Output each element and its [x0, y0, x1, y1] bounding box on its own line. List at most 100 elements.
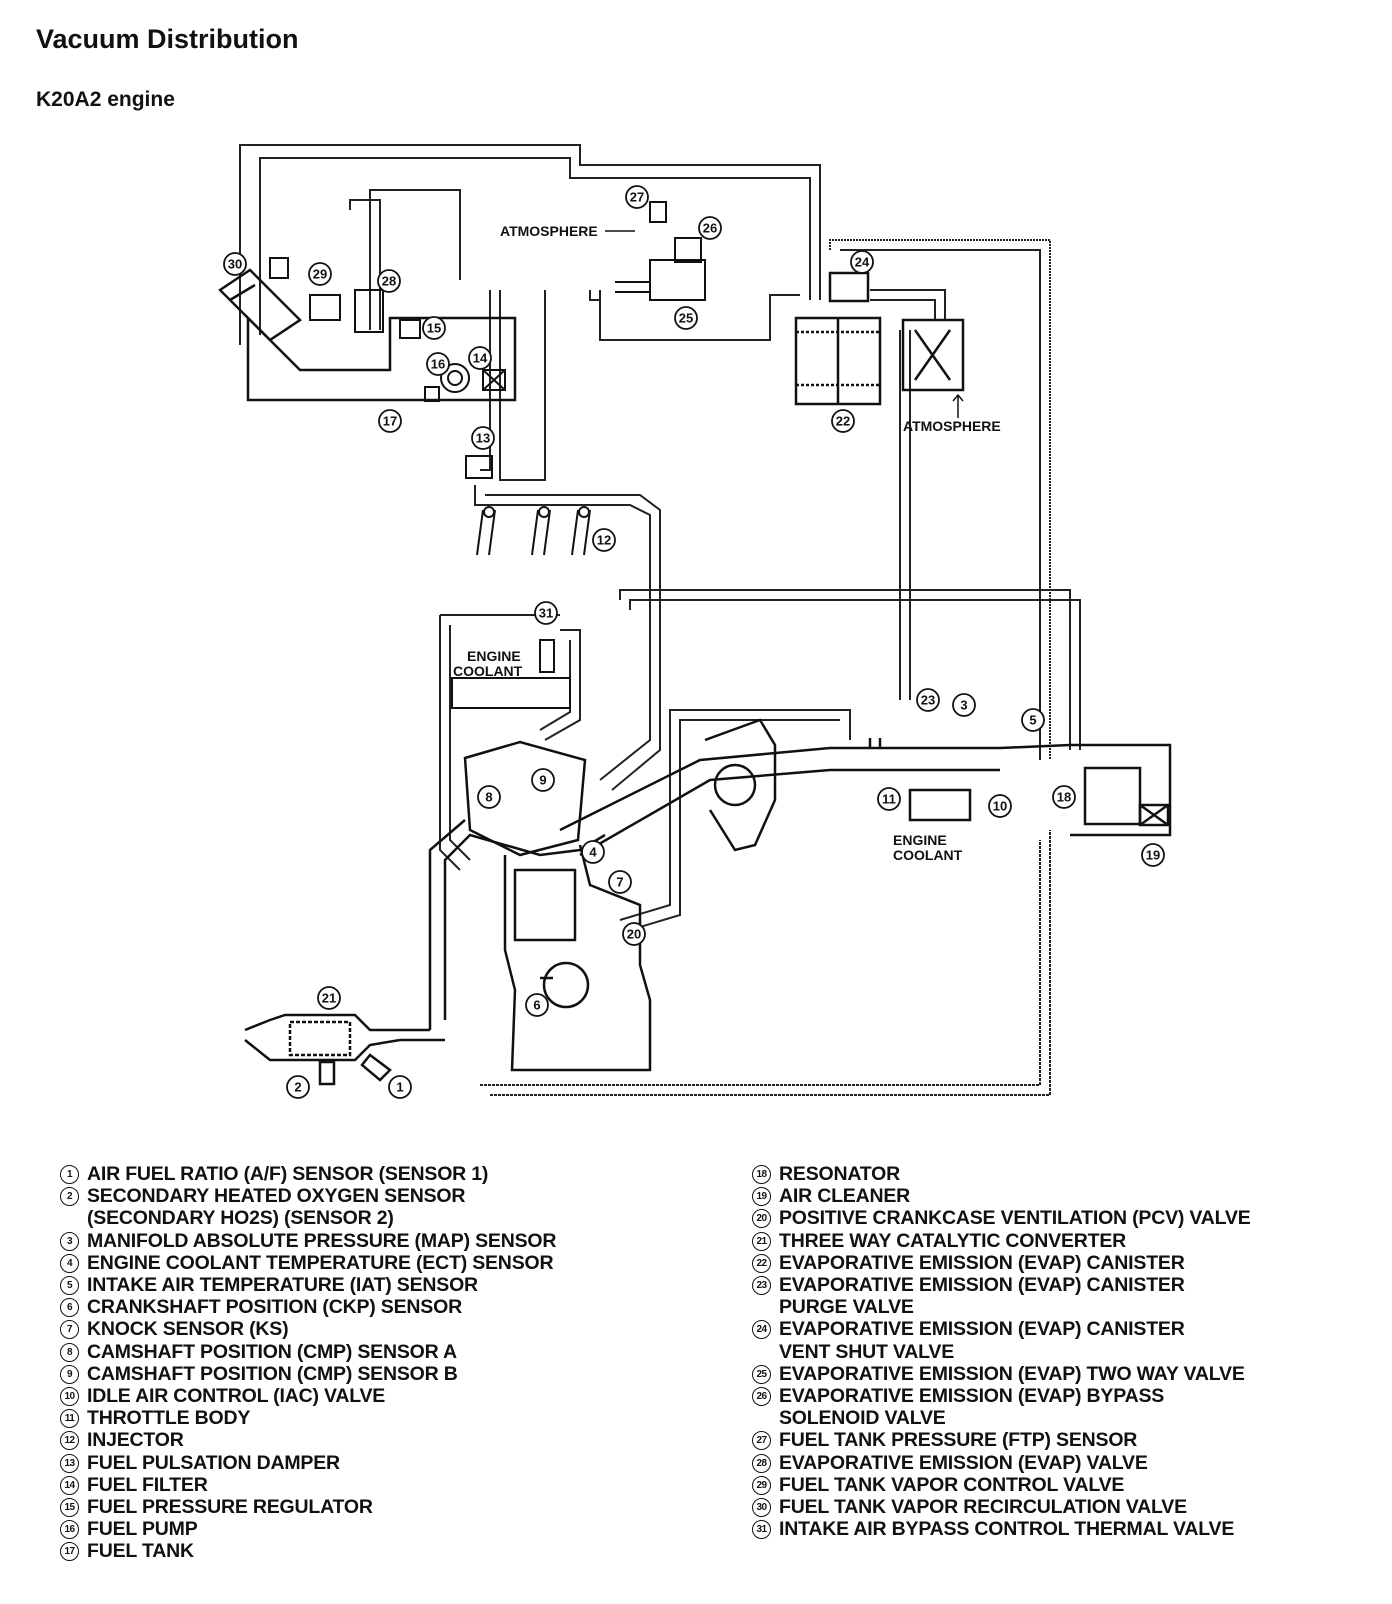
callout-circle-7	[608, 870, 632, 894]
legend-number: 19	[752, 1187, 771, 1207]
callout-circle-14	[468, 346, 492, 370]
thermal-valve-hose-b	[629, 599, 1081, 750]
label-engine-coolant-upper-2: COOLANT	[453, 663, 523, 679]
evap-valve-cluster	[615, 201, 706, 301]
intake-system	[559, 718, 1172, 857]
legend-number: 20	[752, 1209, 771, 1229]
callout-circle-17	[378, 409, 402, 433]
callout-number-27: 27	[630, 190, 644, 205]
legend-text: EVAPORATIVE EMISSION (EVAP) CANISTER PUR…	[779, 1274, 1185, 1319]
callout-circle-11	[877, 787, 901, 811]
label-atmosphere-top: ATMOSPHERE	[500, 223, 598, 239]
evap-hose-top	[239, 144, 821, 345]
callout-circle-29	[308, 262, 332, 286]
callout-number-16: 16	[431, 357, 445, 372]
legend-number: 15	[60, 1498, 79, 1518]
label-atmosphere-right: ATMOSPHERE	[903, 418, 1001, 434]
callout-circle-24	[850, 250, 874, 274]
callout-circle-25	[674, 306, 698, 330]
legend-number: 30	[752, 1498, 771, 1518]
legend-text: INJECTOR	[87, 1429, 184, 1452]
callout-number-3: 3	[960, 698, 967, 713]
thermal-valve-hose	[619, 589, 1071, 750]
callout-circle-30	[223, 252, 247, 276]
callout-circle-10	[988, 794, 1012, 818]
legend-text: FUEL TANK VAPOR CONTROL VALVE	[779, 1473, 1125, 1496]
bottom-hose	[480, 840, 1041, 1086]
callout-number-13: 13	[476, 431, 490, 446]
legend-text: EVAPORATIVE EMISSION (EVAP) TWO WAY VALV…	[779, 1362, 1245, 1385]
callout-number-15: 15	[427, 321, 441, 336]
legend-text: INTAKE AIR BYPASS CONTROL THERMAL VALVE	[779, 1518, 1235, 1541]
legend-text: EVAPORATIVE EMISSION (EVAP) VALVE	[779, 1451, 1148, 1474]
callout-number-28: 28	[382, 274, 396, 289]
legend-text: POSITIVE CRANKCASE VENTILATION (PCV) VAL…	[779, 1207, 1251, 1230]
callout-number-1: 1	[396, 1080, 403, 1095]
fuel-line	[480, 290, 491, 471]
callout-circle-28	[377, 269, 401, 293]
legend-text: INTAKE AIR TEMPERATURE (IAT) SENSOR	[87, 1274, 478, 1297]
callout-number-17: 17	[383, 414, 397, 429]
page-title: Vacuum Distribution	[36, 24, 299, 54]
purge-hose-right	[829, 239, 1051, 760]
callout-circle-20	[622, 922, 646, 946]
callout-circle-8	[477, 785, 501, 809]
callout-group: 1234567891011121314151617181920212223242…	[223, 185, 1165, 1099]
callout-number-22: 22	[836, 414, 850, 429]
callout-number-24: 24	[855, 255, 870, 270]
callout-circle-26	[698, 216, 722, 240]
callout-number-20: 20	[627, 927, 641, 942]
legend-text: IDLE AIR CONTROL (IAC) VALVE	[87, 1385, 386, 1408]
label-engine-coolant-upper-1: ENGINE	[467, 648, 521, 664]
legend-text: FUEL FILTER	[87, 1473, 208, 1496]
legend-number: 3	[60, 1231, 79, 1251]
callout-circle-3	[952, 693, 976, 717]
engine-block	[400, 740, 652, 1072]
legend-item: 20 POSITIVE CRANKCASE VENTILATION (PCV) V…	[752, 1207, 1251, 1229]
callout-number-29: 29	[313, 267, 327, 282]
legend-text: EVAPORATIVE EMISSION (EVAP) CANISTER VEN…	[779, 1318, 1185, 1363]
callout-number-6: 6	[533, 998, 540, 1013]
bottom-hose-b	[490, 830, 1051, 1096]
legend-number: 8	[60, 1342, 79, 1362]
bypass-hose-left	[449, 625, 471, 861]
two-way-valve-hose-inner	[589, 290, 600, 301]
pcv-hose-b	[629, 719, 840, 931]
fuel-line-c	[474, 485, 651, 781]
callout-circle-4	[581, 840, 605, 864]
legend-number: 27	[752, 1431, 771, 1451]
legend-number: 25	[752, 1364, 771, 1384]
callout-number-26: 26	[703, 221, 717, 236]
callout-number-21: 21	[322, 991, 336, 1006]
legend-number: 9	[60, 1364, 79, 1384]
callout-number-30: 30	[228, 257, 242, 272]
label-engine-coolant-lower-1: ENGINE	[893, 832, 947, 848]
page-subtitle: K20A2 engine	[36, 88, 175, 111]
legend-number: 17	[60, 1542, 79, 1562]
legend-text: ENGINE COOLANT TEMPERATURE (ECT) SENSOR	[87, 1251, 554, 1274]
callout-circle-15	[422, 316, 446, 340]
legend-text: MANIFOLD ABSOLUTE PRESSURE (MAP) SENSOR	[87, 1229, 557, 1252]
vacuum-diagram: ATMOSPHERE ATMOSPHERE ENGINE COOLANT ENG…	[218, 144, 1172, 1099]
legend-number: 16	[60, 1520, 79, 1540]
label-engine-coolant-lower-2: COOLANT	[893, 847, 963, 863]
catalytic-converter	[244, 1013, 401, 1086]
legend-text: CRANKSHAFT POSITION (CKP) SENSOR	[87, 1296, 462, 1319]
